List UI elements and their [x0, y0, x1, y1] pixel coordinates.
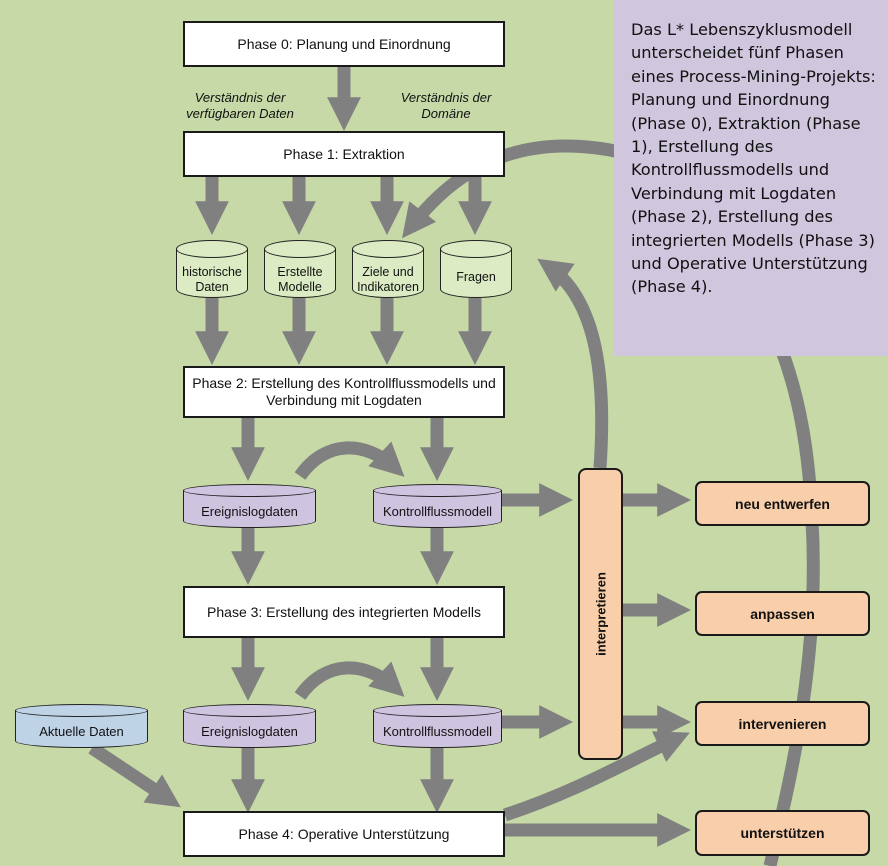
phase-1-label: Phase 1: Extraktion — [283, 145, 405, 162]
action-neu-entwerfen-label: neu entwerfen — [735, 495, 830, 512]
store-aktuelle-daten: Aktuelle Daten — [15, 704, 148, 748]
phase-2-label-line1: Phase 2: Erstellung des Kontrollflussmod… — [192, 375, 496, 391]
source-historische-daten: historische Daten — [176, 240, 248, 298]
store-kontrollflussmodell-2: Kontrollflussmodell — [373, 704, 502, 748]
note-right-line1: Verständnis der — [400, 90, 492, 105]
phase-2-label-line2: Verbindung mit Logdaten — [266, 392, 422, 408]
store-aktuelle-label: Aktuelle Daten — [39, 724, 124, 739]
action-anpassen: anpassen — [695, 591, 870, 636]
phase-1-box: Phase 1: Extraktion — [183, 131, 505, 177]
interpretieren-box: interpretieren — [578, 468, 623, 760]
phase-3-label: Phase 3: Erstellung des integrierten Mod… — [207, 603, 481, 620]
info-box: Das L* Lebenszyklusmodell unterscheidet … — [614, 0, 888, 356]
source-historische-label-2: Daten — [195, 280, 229, 294]
phase-0-label: Phase 0: Planung und Einordnung — [237, 35, 451, 52]
info-text: Das L* Lebenszyklusmodell unterscheidet … — [631, 20, 876, 297]
action-neu-entwerfen: neu entwerfen — [695, 481, 870, 526]
phase-3-box: Phase 3: Erstellung des integrierten Mod… — [183, 586, 505, 638]
store-ereignis-2-label: Ereignislogdaten — [201, 724, 298, 739]
source-ziele-indikatoren: Ziele und Indikatoren — [352, 240, 424, 298]
note-left-line1: Verständnis der — [194, 90, 286, 105]
note-left-line2: verfügbaren Daten — [186, 106, 294, 121]
loop-arrow-to-fragen — [537, 258, 609, 469]
source-ziele-label-2: Indikatoren — [357, 280, 419, 294]
store-kontroll-1-label: Kontrollflussmodell — [382, 504, 493, 519]
source-erstellte-label-2: Modelle — [278, 280, 322, 294]
action-anpassen-label: anpassen — [750, 605, 815, 622]
action-intervenieren: intervenieren — [695, 701, 870, 746]
action-intervenieren-label: intervenieren — [738, 715, 827, 732]
source-historische-label-1: historische — [182, 265, 242, 279]
phase-4-box: Phase 4: Operative Unterstützung — [183, 811, 505, 857]
source-fragen: Fragen — [440, 240, 512, 298]
source-fragen-label: Fragen — [456, 270, 496, 284]
source-erstellte-modelle: Erstellte Modelle — [264, 240, 336, 298]
store-ereignislogdaten-1: Ereignislogdaten — [183, 484, 316, 528]
phase-4-label: Phase 4: Operative Unterstützung — [238, 825, 450, 842]
source-ziele-label-1: Ziele und — [362, 265, 414, 279]
phase-0-box: Phase 0: Planung und Einordnung — [183, 21, 505, 67]
note-data-understanding: Verständnis der verfügbaren Daten — [172, 90, 308, 122]
store-kontroll-2-label: Kontrollflussmodell — [382, 724, 493, 739]
store-ereignislogdaten-2: Ereignislogdaten — [183, 704, 316, 748]
interpretieren-label: interpretieren — [593, 572, 608, 656]
source-erstellte-label-1: Erstellte — [277, 265, 323, 279]
store-kontrollflussmodell-1: Kontrollflussmodell — [373, 484, 502, 528]
action-unterstuetzen: unterstützen — [695, 810, 870, 856]
note-domain-understanding: Verständnis der Domäne — [380, 90, 512, 122]
action-unterstuetzen-label: unterstützen — [740, 825, 825, 841]
note-right-line2: Domäne — [421, 106, 471, 121]
store-ereignis-1-label: Ereignislogdaten — [201, 504, 298, 519]
phase-2-box: Phase 2: Erstellung des Kontrollflussmod… — [183, 366, 505, 418]
